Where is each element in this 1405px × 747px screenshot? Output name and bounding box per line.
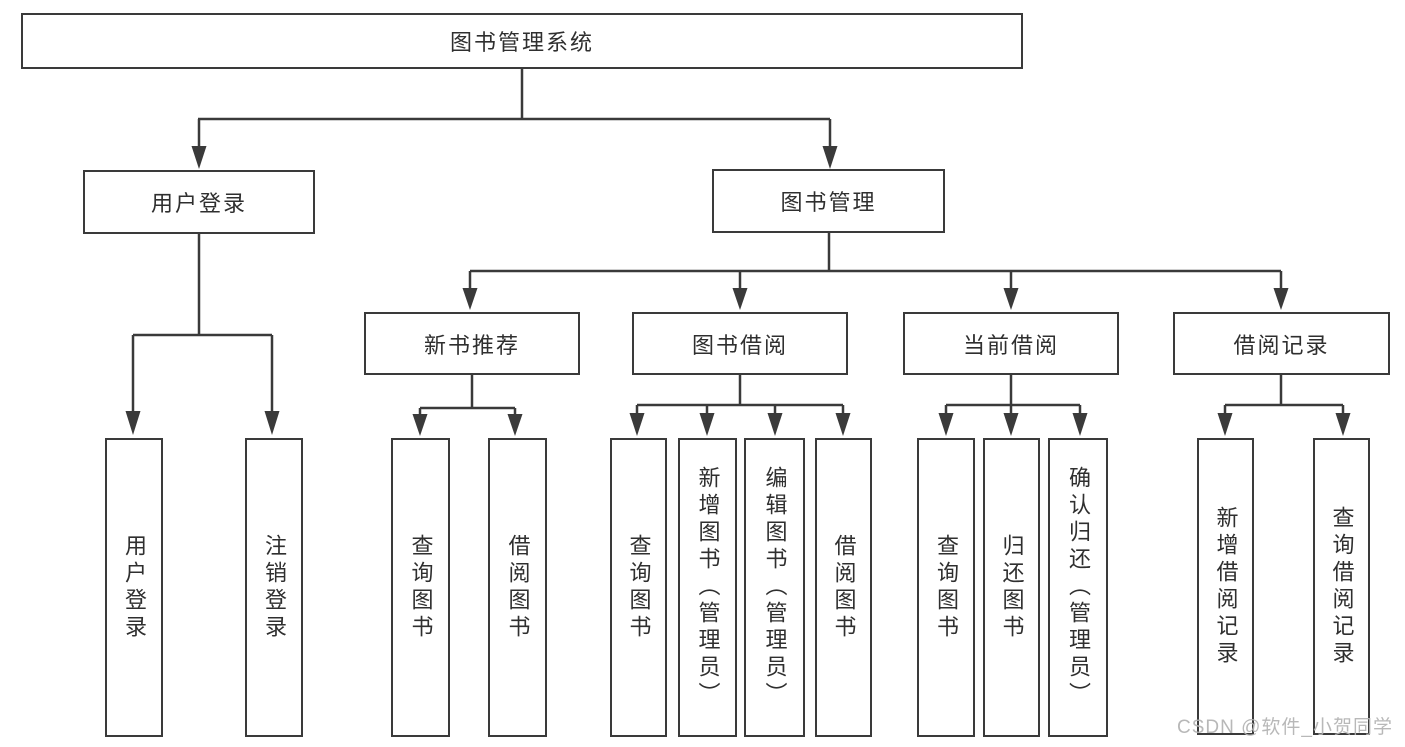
leaf-borrow-borrow-book-label: 借阅图书 [831,533,857,642]
connector-user-login-children [125,234,280,435]
leaf-newbook-borrow-book-label: 借阅图书 [505,533,531,642]
connector-borrow-records-children [1217,375,1351,436]
connector-current-borrow-children [938,375,1088,436]
leaf-records-add-record-label: 新增借阅记录 [1213,505,1239,668]
leaf-borrow-add-book-admin: 新增图书（管理员） [678,438,737,737]
node-current-borrow-label: 当前借阅 [962,332,1059,358]
leaf-current-confirm-return-admin-label: 确认归还（管理员） [1066,466,1091,709]
leaf-current-return-book: 归还图书 [983,438,1040,737]
leaf-records-add-record: 新增借阅记录 [1197,438,1254,735]
leaf-records-query-record: 查询借阅记录 [1313,438,1370,735]
node-borrow-records: 借阅记录 [1173,312,1390,375]
csdn-watermark: CSDN @软件_小贺同学 [1177,717,1393,738]
leaf-user-login: 用户登录 [105,438,163,737]
node-book-management: 图书管理 [712,169,945,233]
leaf-current-confirm-return-admin: 确认归还（管理员） [1048,438,1108,737]
node-user-login-label: 用户登录 [150,191,247,216]
node-book-borrow: 图书借阅 [632,312,848,375]
leaf-borrow-borrow-book: 借阅图书 [815,438,872,737]
leaf-newbook-query-book: 查询图书 [391,438,450,737]
leaf-newbook-borrow-book: 借阅图书 [488,438,547,737]
node-root-label: 图书管理系统 [449,30,594,55]
leaf-borrow-query-book: 查询图书 [610,438,667,737]
connector-root-to-level2 [191,69,838,169]
node-new-book-recommend: 新书推荐 [364,312,580,375]
leaf-borrow-edit-book-admin-label: 编辑图书（管理员） [762,466,788,709]
leaf-borrow-add-book-admin-label: 新增图书（管理员） [695,466,721,709]
node-root-library-system: 图书管理系统 [21,13,1023,69]
connector-book-mgmt-to-level3 [462,233,1289,310]
leaf-borrow-edit-book-admin: 编辑图书（管理员） [744,438,805,737]
node-book-borrow-label: 图书借阅 [691,332,788,358]
connector-book-borrow-children [629,375,851,436]
leaf-logout: 注销登录 [245,438,303,737]
connector-new-book-children [412,375,523,436]
node-borrow-records-label: 借阅记录 [1233,332,1330,358]
leaf-borrow-query-book-label: 查询图书 [626,533,652,642]
leaf-newbook-query-book-label: 查询图书 [408,533,434,642]
leaf-records-query-record-label: 查询借阅记录 [1329,505,1355,668]
node-current-borrow: 当前借阅 [903,312,1119,375]
node-user-login: 用户登录 [83,170,315,234]
node-book-management-label: 图书管理 [780,190,877,215]
node-new-book-recommend-label: 新书推荐 [423,332,520,358]
leaf-user-login-label: 用户登录 [122,533,147,642]
leaf-current-return-book-label: 归还图书 [999,533,1025,642]
leaf-current-query-book: 查询图书 [917,438,975,737]
leaf-current-query-book-label: 查询图书 [934,533,959,642]
leaf-logout-label: 注销登录 [262,533,287,642]
